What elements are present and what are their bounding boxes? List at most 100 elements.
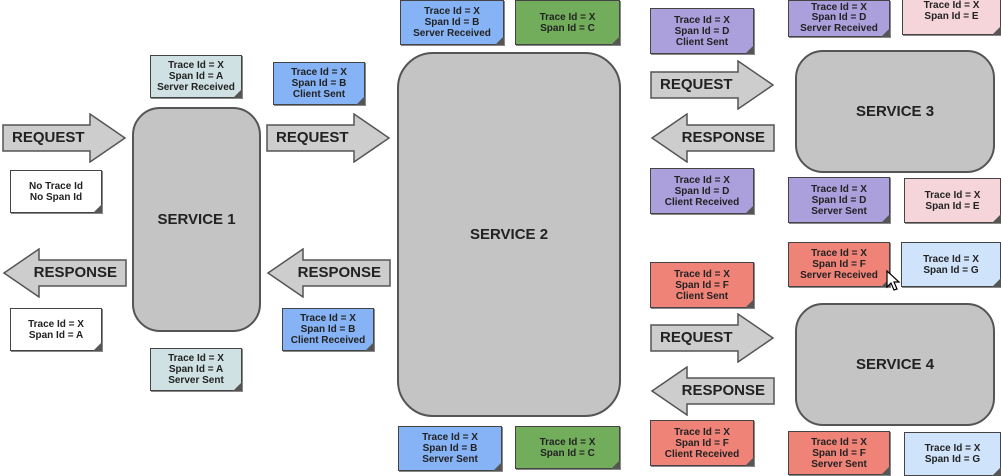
note-line: Span Id = B — [422, 443, 478, 454]
note-line: Span Id = C — [540, 447, 595, 459]
note-line: Span Id = A — [28, 329, 84, 341]
note-line: Span Id = E — [925, 200, 980, 212]
note-line: Client Received — [664, 196, 740, 208]
note-line: Span Id = E — [924, 10, 979, 22]
note-line: Trace Id = X — [811, 1, 867, 13]
note-line: Trace Id = X — [923, 253, 979, 265]
note-line: Server Sent — [422, 454, 478, 465]
request-label: REQUEST — [660, 329, 733, 346]
note-line: Span Id = D — [674, 25, 730, 37]
service-4: SERVICE 4 — [795, 303, 995, 426]
note-line: Trace Id = X — [811, 183, 867, 195]
response-arrow-2: RESPONSE — [266, 248, 391, 298]
response-label: RESPONSE — [33, 264, 117, 281]
note-line: Trace Id = X — [291, 67, 347, 78]
note-line: Span Id = D — [811, 194, 867, 206]
service-3: SERVICE 3 — [795, 50, 995, 173]
note-line: Trace Id = X — [539, 11, 596, 23]
response-arrow-4: RESPONSE — [650, 366, 775, 416]
note-line: Trace Id = X — [300, 313, 356, 324]
note-line: Trace Id = X — [168, 353, 224, 364]
note-line: No Trace Id — [29, 180, 83, 192]
note-line: Server Sent — [811, 205, 867, 217]
note-line: Server Received — [800, 270, 878, 281]
note-line: Span Id = D — [811, 12, 867, 24]
note-line: Trace Id = X — [811, 436, 867, 448]
note-line: Span Id = B — [424, 17, 480, 28]
note-line: Span Id = C — [540, 22, 595, 34]
note-line: Trace Id = X — [674, 174, 730, 186]
note-line: Span Id = A — [168, 71, 224, 82]
note-line: Span Id = G — [924, 454, 981, 465]
note-line: Server Sent — [168, 375, 224, 386]
note-line: Trace Id = X — [674, 14, 730, 26]
note-line: Client Sent — [675, 290, 729, 302]
request-label: REQUEST — [276, 129, 349, 146]
note-line: Span Id = F — [675, 279, 729, 291]
note-line: Span Id = B — [300, 324, 356, 335]
note-line: Span Id = A — [168, 364, 224, 375]
mouse-cursor-icon — [886, 269, 902, 297]
note-line: Trace Id = X — [811, 248, 867, 259]
note-line: Trace Id = X — [674, 268, 730, 280]
note-line: Client Sent — [675, 36, 729, 48]
note-line: Trace Id = X — [674, 426, 730, 438]
note-line: Span Id = F — [675, 437, 729, 449]
response-arrow-1: RESPONSE — [2, 248, 127, 298]
response-label: RESPONSE — [681, 382, 765, 399]
note-line: Server Sent — [811, 458, 867, 470]
request-arrow-2: REQUEST — [266, 113, 391, 163]
note-line: Span Id = F — [812, 259, 866, 270]
note-line: Server Received — [413, 28, 491, 39]
note-line: Trace Id = X — [539, 436, 596, 448]
request-arrow-1: REQUEST — [2, 113, 127, 163]
note-line: Trace Id = X — [168, 60, 224, 71]
note-line: Client Sent — [292, 89, 346, 100]
note-line: Span Id = D — [674, 185, 730, 197]
note-line: Trace Id = X — [422, 432, 478, 443]
note-line: Trace Id = X — [924, 189, 981, 201]
response-arrow-3: RESPONSE — [650, 113, 775, 163]
note-line: Trace Id = X — [28, 318, 84, 330]
service-1: SERVICE 1 — [132, 107, 261, 332]
note-line: Client Received — [664, 448, 740, 460]
request-label: REQUEST — [12, 129, 85, 146]
note-line: No Span Id — [29, 191, 83, 203]
request-arrow-3: REQUEST — [650, 60, 775, 110]
note-line: Server Received — [800, 22, 878, 34]
note-line: Client Received — [290, 335, 366, 346]
response-label: RESPONSE — [297, 264, 381, 281]
response-label: RESPONSE — [681, 129, 765, 146]
request-label: REQUEST — [660, 76, 733, 93]
service-2: SERVICE 2 — [397, 52, 621, 417]
note-line: Server Received — [157, 82, 235, 93]
note-line: Span Id = B — [291, 78, 347, 89]
note-line: Trace Id = X — [424, 6, 480, 17]
note-line: Trace Id = X — [923, 0, 980, 11]
note-line: Span Id = F — [812, 447, 866, 459]
note-line: Trace Id = X — [924, 443, 981, 454]
note-line: Span Id = G — [923, 264, 979, 276]
